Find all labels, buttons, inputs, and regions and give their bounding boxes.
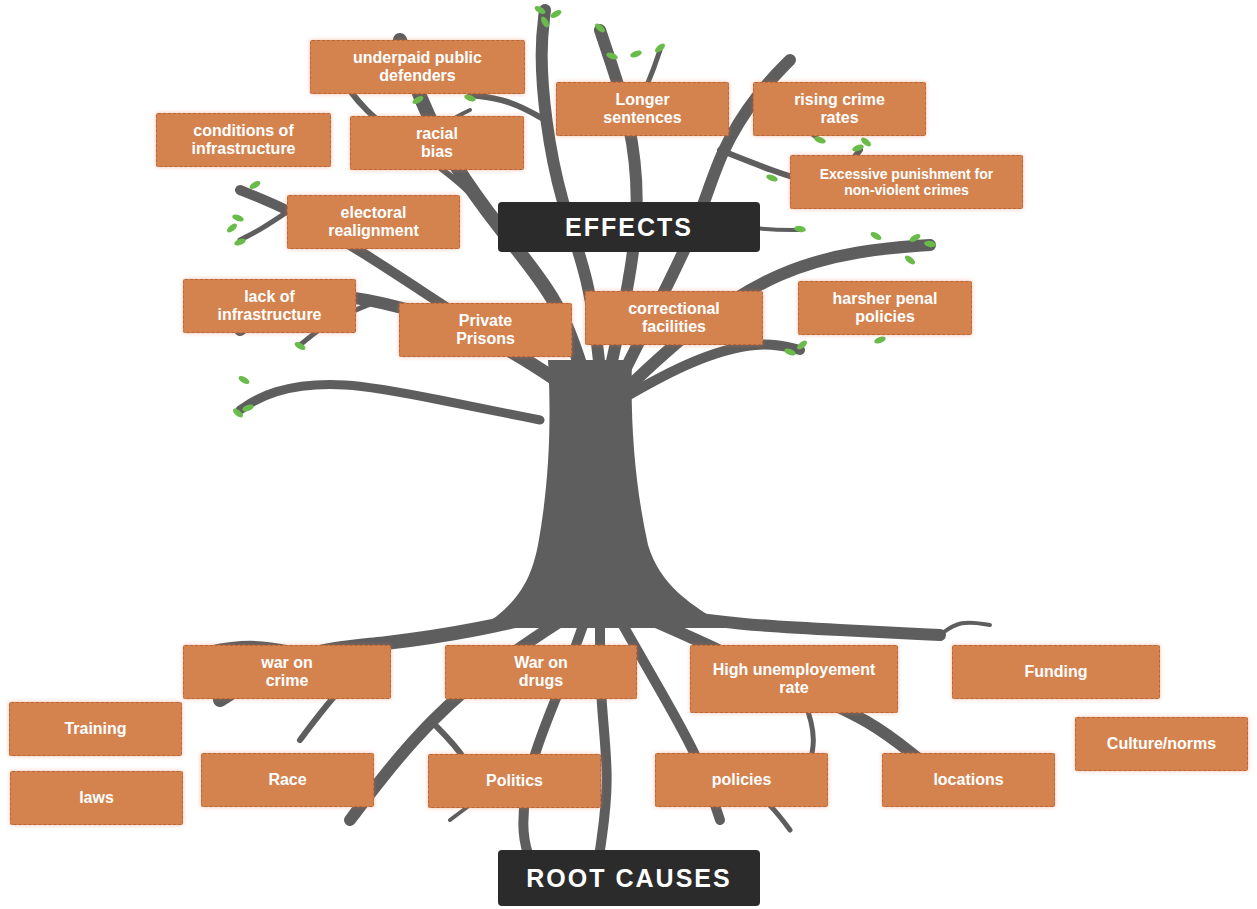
tree-trunk (480, 360, 730, 628)
tree-leaf (411, 94, 424, 105)
tree-leaf (463, 93, 476, 103)
box-text: Politics (486, 772, 543, 790)
box-text: Funding (1024, 663, 1087, 681)
tree-leaf (293, 340, 306, 351)
tree-root (940, 623, 990, 635)
section-label-text: ROOT CAUSES (526, 864, 731, 893)
tree-leaf (813, 135, 826, 145)
tree-leaf (233, 237, 246, 247)
tree-leaf (248, 179, 261, 190)
root-cause-box: locations (882, 753, 1055, 807)
effect-box: electoral realignment (287, 195, 460, 249)
root-cause-box: High unemployement rate (690, 645, 898, 713)
box-text: policies (712, 771, 772, 789)
box-text: Longer sentences (588, 91, 698, 128)
root-cause-box: Funding (952, 645, 1160, 699)
root-cause-box: Training (9, 702, 182, 756)
root-cause-box: Politics (428, 754, 601, 808)
box-text: Training (64, 720, 126, 738)
tree-leaf (859, 136, 872, 148)
tree-branch (240, 210, 290, 240)
tree-leaf (629, 49, 642, 59)
tree-leaf (241, 403, 254, 413)
effect-box: underpaid public defenders (310, 40, 525, 94)
tree-leaf (903, 254, 916, 266)
tree-leaf (593, 22, 606, 34)
tree-leaf (869, 230, 882, 241)
tree-leaf (225, 222, 238, 234)
box-text: locations (933, 771, 1003, 789)
root-cause-box: laws (10, 771, 183, 825)
effect-box: Excessive punishment for non-violent cri… (790, 155, 1023, 209)
box-text: war on crime (250, 654, 325, 691)
section-label-text: EFFECTS (565, 213, 693, 242)
tree-leaf (873, 335, 886, 345)
effect-box: conditions of infrastructure (156, 113, 331, 167)
box-text: harsher penal policies (823, 290, 948, 327)
tree-leaf (794, 225, 807, 233)
effect-box: Private Prisons (399, 303, 572, 357)
box-text: War on drugs (499, 654, 584, 691)
tree-leaf (924, 240, 937, 248)
section-label: EFFECTS (498, 202, 760, 252)
box-text: Excessive punishment for non-violent cri… (804, 166, 1009, 198)
root-cause-box: War on drugs (445, 645, 637, 699)
tree-leaf (605, 51, 618, 61)
root-cause-box: Race (201, 753, 374, 807)
effect-box: correctional facilities (585, 291, 763, 345)
section-label: ROOT CAUSES (498, 850, 760, 906)
effect-box: racial bias (350, 116, 524, 170)
tree-leaf (237, 374, 250, 385)
effect-box: rising crime rates (753, 82, 926, 136)
tree-leaf (851, 143, 864, 153)
box-text: electoral realignment (316, 204, 431, 241)
tree-leaf (539, 15, 550, 28)
box-text: conditions of infrastructure (176, 122, 311, 159)
effect-box: lack of infrastructure (183, 279, 356, 333)
effect-box: harsher penal policies (798, 281, 972, 335)
box-text: underpaid public defenders (330, 49, 505, 86)
root-cause-box: policies (655, 753, 828, 807)
tree-leaf (533, 4, 546, 15)
box-text: rising crime rates (782, 91, 897, 128)
effect-box: Longer sentences (556, 82, 729, 136)
tree-leaf (231, 213, 244, 223)
box-text: correctional facilities (612, 300, 737, 337)
tree-leaf (765, 173, 778, 183)
root-cause-box: Culture/norms (1075, 717, 1248, 771)
box-text: racial bias (402, 125, 472, 162)
tree-leaf (653, 42, 666, 54)
tree-leaf (908, 232, 921, 243)
box-text: Culture/norms (1107, 735, 1216, 753)
tree-branch (240, 385, 540, 420)
box-text: Race (268, 771, 306, 789)
tree-root (650, 612, 940, 635)
box-text: Private Prisons (443, 312, 528, 349)
tree-leaf (231, 407, 244, 419)
tree-leaf (783, 347, 796, 357)
tree-leaf (795, 339, 808, 351)
box-text: laws (79, 789, 114, 807)
box-text: High unemployement rate (709, 661, 879, 698)
root-cause-box: war on crime (183, 645, 391, 699)
tree-leaf (549, 8, 562, 19)
tree-branch (620, 345, 800, 400)
box-text: lack of infrastructure (202, 288, 337, 325)
